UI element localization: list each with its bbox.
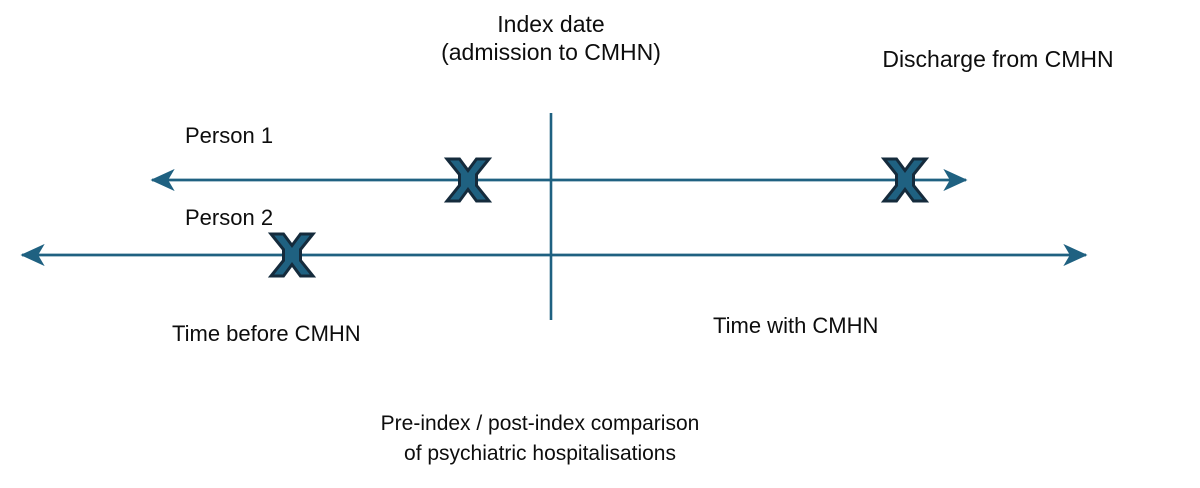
person-1-label: Person 1 bbox=[185, 123, 274, 148]
hospitalisation-marker-person1-pre bbox=[443, 157, 493, 203]
time-with-cmhn-label: Time with CMHN bbox=[713, 313, 879, 338]
person-2-label: Person 2 bbox=[185, 205, 274, 230]
hospitalisation-marker-person1-post bbox=[880, 157, 930, 203]
hospitalisation-marker-person2-pre bbox=[267, 232, 317, 278]
time-before-cmhn-label: Time before CMHN bbox=[172, 321, 361, 346]
figure-caption: Pre-index / post-index comparison of psy… bbox=[380, 412, 700, 466]
discharge-label: Discharge from CMHN bbox=[882, 46, 1114, 72]
index-date-label: Index date (admission to CMHN) bbox=[441, 11, 661, 66]
